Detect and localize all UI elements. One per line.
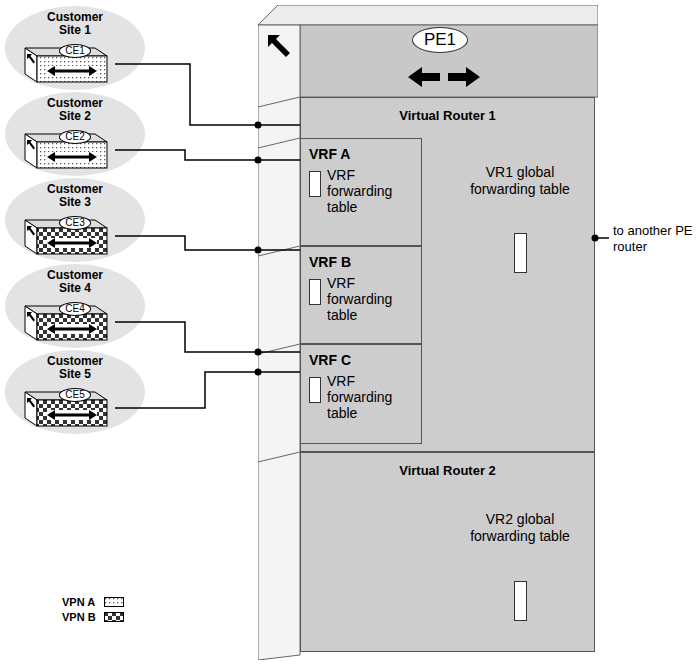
ce-router: CE5 bbox=[23, 388, 115, 428]
node-title: Customer Site 3 bbox=[38, 183, 112, 209]
node-title: Customer Site 4 bbox=[38, 269, 112, 295]
ce-router: CE3 bbox=[23, 216, 115, 256]
customer-site: Customer Site 1 CE1 bbox=[5, 6, 145, 90]
node-title: Virtual Router 1 bbox=[301, 98, 594, 124]
node-title: VRF A bbox=[301, 139, 421, 163]
port-dot bbox=[255, 349, 262, 356]
access-link bbox=[115, 236, 300, 250]
access-link bbox=[115, 64, 300, 125]
table-icon bbox=[514, 581, 527, 621]
legend-row: VPN B bbox=[62, 609, 152, 624]
node-body: VRF forwarding table bbox=[327, 275, 415, 323]
ce-router: CE4 bbox=[23, 302, 115, 342]
legend-swatch bbox=[104, 597, 124, 607]
access-link bbox=[115, 322, 300, 352]
table-icon bbox=[309, 279, 321, 305]
port-dot bbox=[255, 247, 262, 254]
router-name: CE4 bbox=[59, 302, 91, 316]
router-name: CE1 bbox=[59, 44, 91, 58]
ce-router: CE1 bbox=[23, 44, 115, 84]
virtual-router: Virtual Router 2 VR2 global forwarding ta… bbox=[300, 452, 595, 652]
access-link bbox=[115, 372, 300, 408]
legend-text: VPN B bbox=[62, 611, 104, 623]
legend: VPN A VPN B bbox=[62, 594, 152, 624]
port-dot bbox=[255, 157, 262, 164]
customer-site: Customer Site 3 CE3 bbox=[5, 178, 145, 262]
node-title: Customer Site 1 bbox=[38, 11, 112, 37]
port-dot bbox=[255, 122, 262, 129]
vrf-box: VRF B VRF forwarding table bbox=[300, 246, 422, 344]
router-name: CE5 bbox=[59, 388, 91, 402]
router-name: CE2 bbox=[59, 130, 91, 144]
node-title: Virtual Router 2 bbox=[301, 453, 594, 479]
table-icon bbox=[309, 171, 321, 197]
node-body: VR1 global forwarding table bbox=[461, 164, 579, 198]
node-title: Customer Site 2 bbox=[38, 97, 112, 123]
node-title: VRF B bbox=[301, 247, 421, 271]
vrf-box: VRF C VRF forwarding table bbox=[300, 344, 422, 444]
port-dot bbox=[255, 369, 262, 376]
legend-row: VPN A bbox=[62, 594, 152, 609]
router-name: CE3 bbox=[59, 216, 91, 230]
legend-swatch bbox=[104, 612, 124, 622]
vrf-box: VRF A VRF forwarding table bbox=[300, 138, 422, 246]
customer-site: Customer Site 5 CE5 bbox=[5, 350, 145, 434]
node-body: VRF forwarding table bbox=[327, 167, 415, 215]
ce-router: CE2 bbox=[23, 130, 115, 170]
legend-text: VPN A bbox=[62, 596, 104, 608]
pe-router: PE1Virtual Router 1 VR1 global forwarding… bbox=[258, 5, 598, 660]
customer-site: Customer Site 4 CE4 bbox=[5, 264, 145, 348]
link-note: to another PE router bbox=[613, 223, 693, 255]
node-title: Customer Site 5 bbox=[38, 355, 112, 381]
node-body: VRF forwarding table bbox=[327, 373, 415, 421]
router-name: PE1 bbox=[412, 27, 468, 53]
virtual-router: Virtual Router 1 VR1 global forwarding ta… bbox=[300, 97, 595, 452]
access-link bbox=[115, 150, 300, 160]
table-icon bbox=[514, 233, 527, 273]
table-icon bbox=[309, 377, 321, 403]
customer-site: Customer Site 2 CE2 bbox=[5, 92, 145, 176]
node-title: VRF C bbox=[301, 345, 421, 369]
node-body: VR2 global forwarding table bbox=[461, 511, 579, 545]
port-dot bbox=[592, 235, 599, 242]
